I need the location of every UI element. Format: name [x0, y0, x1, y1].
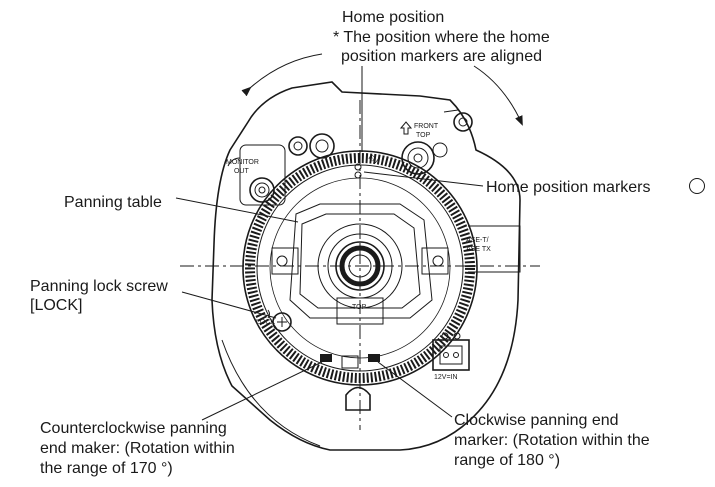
- lock-label: LOCK: [256, 319, 275, 326]
- top-label: TOP: [416, 132, 431, 139]
- leader-ccw: [201, 361, 323, 421]
- lock-screw-label-line2: [LOCK]: [30, 297, 82, 314]
- leader-cw: [377, 361, 453, 418]
- monitor-label: MONITOR: [226, 159, 259, 166]
- leader-markers: [363, 171, 484, 187]
- circle-icon: [689, 178, 705, 194]
- home-marker-body: [354, 171, 362, 179]
- cw-end-marker: [368, 354, 380, 362]
- home-position-title: Home position: [342, 9, 444, 26]
- panning-table-label: Panning table: [64, 194, 162, 211]
- home-position-note-line2: position markers are aligned: [341, 48, 542, 65]
- home-marker-ring: [354, 163, 362, 171]
- cw-rotation-arrow: [473, 65, 523, 126]
- power-label: 12V=IN: [434, 374, 458, 381]
- base-tx-label: ASE TX: [466, 246, 491, 253]
- svg-text:EN: EN: [367, 154, 379, 165]
- home-markers-label: Home position markers: [486, 179, 651, 196]
- out-label: OUT: [234, 168, 250, 175]
- lens-top-label: TOP: [352, 304, 367, 311]
- home-position-note-line1: * The position where the home: [333, 29, 550, 46]
- cw-end-label-line1: Clockwise panning end: [454, 412, 619, 429]
- cw-end-label-line3: range of 180 °): [454, 452, 560, 469]
- leader-panning-table: [175, 197, 299, 223]
- base-t-label: ASE-T/: [466, 237, 489, 244]
- lock-screw-label-line1: Panning lock screw: [30, 278, 168, 295]
- cw-end-label-line2: marker: (Rotation within the: [454, 432, 650, 449]
- ccw-rotation-arrow: [241, 53, 323, 97]
- ccw-end-marker: [320, 354, 332, 362]
- leader-lock-screw: [181, 291, 277, 319]
- ccw-end-label-line3: the range of 170 °): [40, 460, 173, 477]
- front-label: FRONT: [414, 123, 439, 130]
- ccw-end-label-line1: Counterclockwise panning: [40, 420, 227, 437]
- ccw-end-label-line2: end maker: (Rotation within: [40, 440, 235, 457]
- lock-screw: [272, 312, 292, 332]
- lens-assembly: TOP: [271, 203, 449, 325]
